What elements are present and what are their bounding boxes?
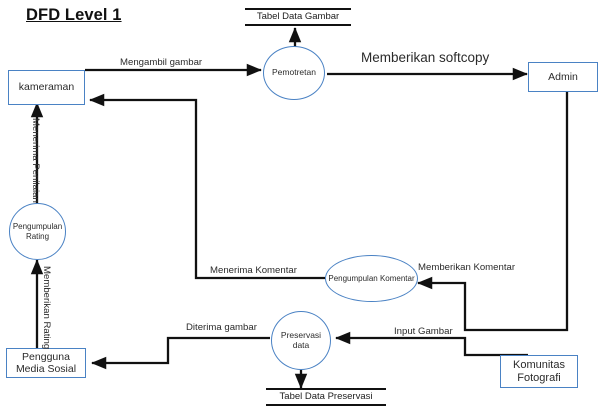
process-pengumpulan-komentar[interactable]: Pengumpulan Komentar (325, 255, 418, 302)
process-pengumpulan-rating[interactable]: Pengumpulan Rating (9, 203, 66, 260)
process-pemotretan[interactable]: Pemotretan (263, 46, 325, 100)
entity-pengguna-media-sosial[interactable]: Pengguna Media Sosial (6, 348, 86, 378)
process-label: Pemotretan (272, 67, 316, 78)
flow-label-menerima-penilaian: Menerima Penilaian (30, 118, 41, 203)
flow-label-memberikan-rating: Memberikan Rating (41, 266, 52, 350)
process-label: Pengumpulan Komentar (328, 273, 415, 283)
datastore-label: Tabel Data Gambar (256, 10, 340, 22)
entity-komunitas-fotografi[interactable]: Komunitas Fotografi (500, 355, 578, 388)
entity-kameraman[interactable]: kameraman (8, 70, 85, 105)
entity-label: Komunitas Fotografi (513, 358, 565, 384)
flow-label-memberikan-softcopy: Memberikan softcopy (361, 50, 490, 65)
process-preservasi-data[interactable]: Preservasi data (271, 311, 331, 370)
entity-label: Admin (548, 70, 578, 83)
entity-label: Pengguna Media Sosial (15, 350, 77, 375)
flow-label-input-gambar: Input Gambar (394, 326, 453, 337)
flow-label-memberikan-komentar: Memberikan Komentar (418, 262, 516, 273)
process-label: Pengumpulan Rating (12, 222, 63, 241)
flow-label-menerima-komentar: Menerima Komentar (210, 265, 297, 276)
datastore-tabel-data-gambar: Tabel Data Gambar (245, 8, 351, 26)
entity-label: kameraman (18, 81, 75, 94)
flow-menerima-komentar (89, 93, 325, 280)
entity-admin[interactable]: Admin (528, 62, 598, 92)
flow-label-diterima-gambar: Diterima gambar (186, 322, 257, 333)
flow-memberikan-komentar (417, 92, 569, 332)
page-title: DFD Level 1 (26, 6, 122, 24)
flow-label-mengambil-gambar: Mengambil gambar (120, 57, 203, 68)
datastore-label: Tabel Data Preservasi (279, 390, 373, 402)
process-label: Preservasi data (280, 329, 322, 350)
flow-input-gambar (335, 331, 528, 357)
datastore-tabel-data-preservasi: Tabel Data Preservasi (266, 388, 386, 406)
flow-diterima-gambar (91, 336, 270, 370)
